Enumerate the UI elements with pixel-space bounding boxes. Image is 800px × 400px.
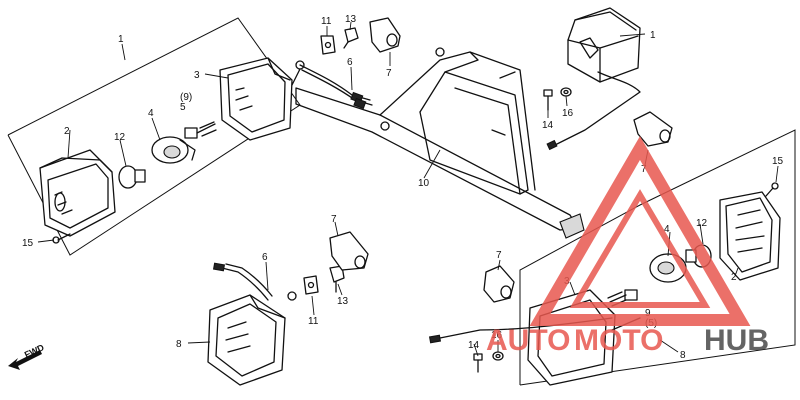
screw-15-rear-right [765,182,779,197]
label-7-upper-right: 7 [641,164,647,175]
label-15-front-left: 15 [22,238,34,249]
winker-lens-rear-right [719,191,781,281]
label-12-rear-right: 12 [696,218,708,229]
label-12-front-left: 12 [114,132,126,143]
label-4-front-left: 4 [148,108,154,119]
label-2-front-left: 2 [64,126,70,137]
washer-16-top [560,87,572,97]
socket-front-left [151,136,196,164]
bracket-11-top [320,35,336,55]
screw-front-left [184,121,217,139]
label-8-bottom-left: 8 [176,339,182,350]
label-15-rear-right: 15 [772,156,784,167]
label-16-top: 16 [562,108,574,119]
winker-lens-front-left [39,149,116,237]
watermark-triangle-outer [529,136,751,326]
label-16-bottom: 16 [491,330,503,341]
label-1-front-left: 1 [118,34,124,45]
label-4-rear-right: 4 [664,224,670,235]
watermark-triangle-inner [569,189,711,308]
rubber-cover-7-top [369,17,401,53]
label-1-top-right: 1 [650,30,656,41]
winker-bottom-left [207,294,286,386]
label-13-bottom: 13 [337,296,349,307]
watermark-word-auto: AUTO [486,324,570,357]
label-10: 10 [418,178,430,189]
assembly-frame-rear-right [519,129,796,386]
rubber-cover-7-bottom [329,231,369,271]
bulb-front-left [118,165,146,189]
fwd-direction-marker: FWD [8,342,46,370]
watermark-logo: AUTO MOTO HUB [486,136,769,357]
label-3-front-left: 3 [194,70,200,81]
label-5-9-front-left: (9)5 [180,92,192,113]
label-7-bottom: 7 [331,214,337,225]
bracket-assembly [295,47,585,239]
label-11-bottom: 11 [308,316,319,327]
rubber-cover-7-upper-right [633,111,673,147]
winker-housing-front-left [219,57,305,141]
harness-wire-bottom-left [212,262,297,301]
bolt-14-top [543,89,553,111]
label-6-top: 6 [347,57,353,68]
label-7-top: 7 [386,68,392,79]
watermark-word-moto: MOTO [574,324,663,357]
rubber-cover-7-lower-right [483,265,515,303]
winker-top-right [546,7,641,151]
label-13-top: 13 [345,14,357,25]
label-7-lower-right: 7 [496,250,502,261]
label-2-rear-right: 2 [731,272,737,283]
label-8-rear-right: 8 [680,350,686,361]
bracket-11-bottom [303,275,319,295]
label-14-bottom: 14 [468,340,480,351]
label-11-top: 11 [321,16,332,27]
nut-13-top [343,27,359,49]
label-6-bottom: 6 [262,252,268,263]
screw-15-front-left [52,233,71,244]
nut-13-bottom [329,265,345,293]
label-14-top: 14 [542,120,554,131]
bolt-14-bottom [473,353,483,373]
harness-wire-front-left [299,64,373,110]
watermark-word-hub: HUB [704,324,769,357]
